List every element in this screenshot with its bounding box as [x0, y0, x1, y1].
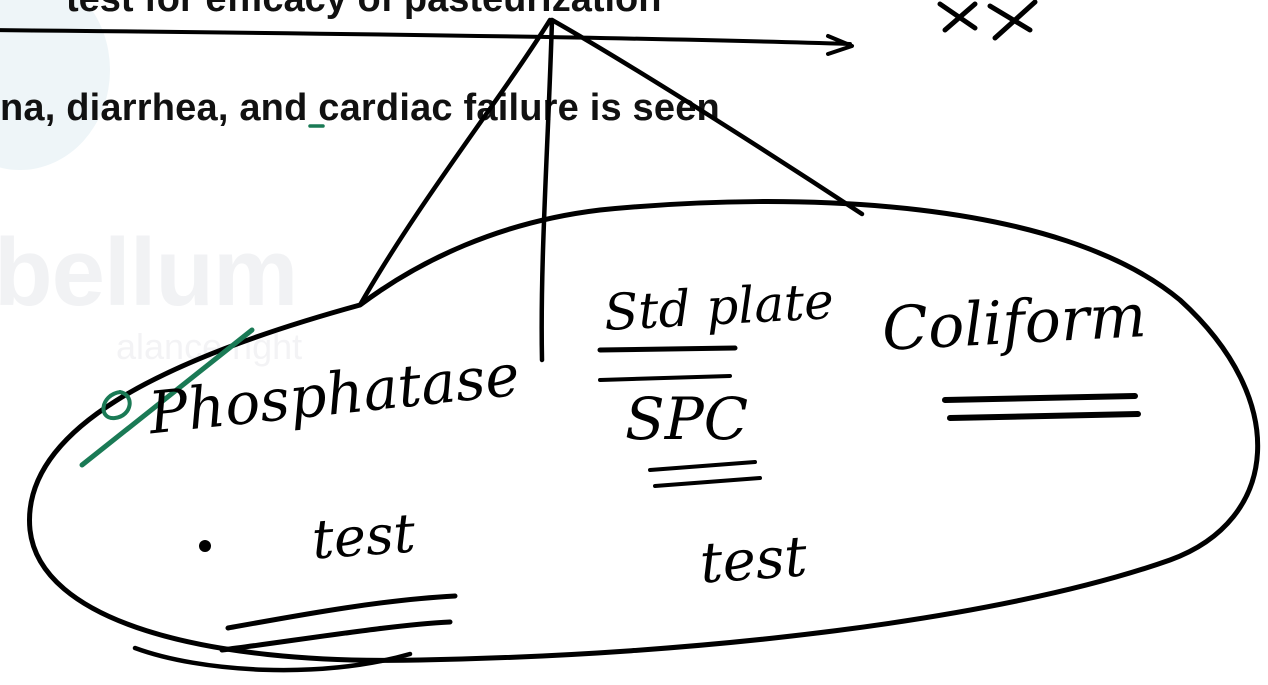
branch-middle — [539, 17, 555, 363]
arrow-head — [826, 34, 854, 56]
handwritten-coliform: Coliform — [880, 281, 1148, 365]
underline-5 — [648, 460, 757, 472]
branch-left — [357, 17, 553, 308]
underline-1 — [225, 593, 458, 631]
underline-8 — [947, 411, 1141, 421]
ellipse-tail — [132, 645, 413, 673]
green-zero-mark — [101, 390, 132, 420]
underline-6 — [653, 476, 762, 488]
arrow-line — [0, 28, 852, 46]
underline-3 — [597, 345, 738, 353]
handwritten-spc: SPC — [625, 385, 749, 453]
cross-mark — [937, 0, 1038, 41]
underline-2 — [219, 619, 453, 653]
green-slash — [79, 327, 255, 468]
underline-7 — [942, 393, 1138, 403]
watermark-logo-text: bellum — [0, 219, 298, 326]
enclosing-ellipse — [27, 199, 1260, 663]
handwritten-spc-test: test — [697, 524, 810, 597]
handwritten-phosphatase-test: test — [309, 501, 418, 572]
handwritten-std-plate: Std plate — [602, 272, 836, 342]
watermark-shape — [0, 0, 110, 170]
bullet-dot — [199, 540, 211, 552]
slide-text-line-1: test for efficacy of pasteurization — [66, 0, 661, 21]
branch-right — [549, 17, 865, 217]
underline-4 — [598, 374, 732, 382]
slide-text-line-2: na, diarrhea, and cardiac failure is see… — [0, 87, 720, 129]
